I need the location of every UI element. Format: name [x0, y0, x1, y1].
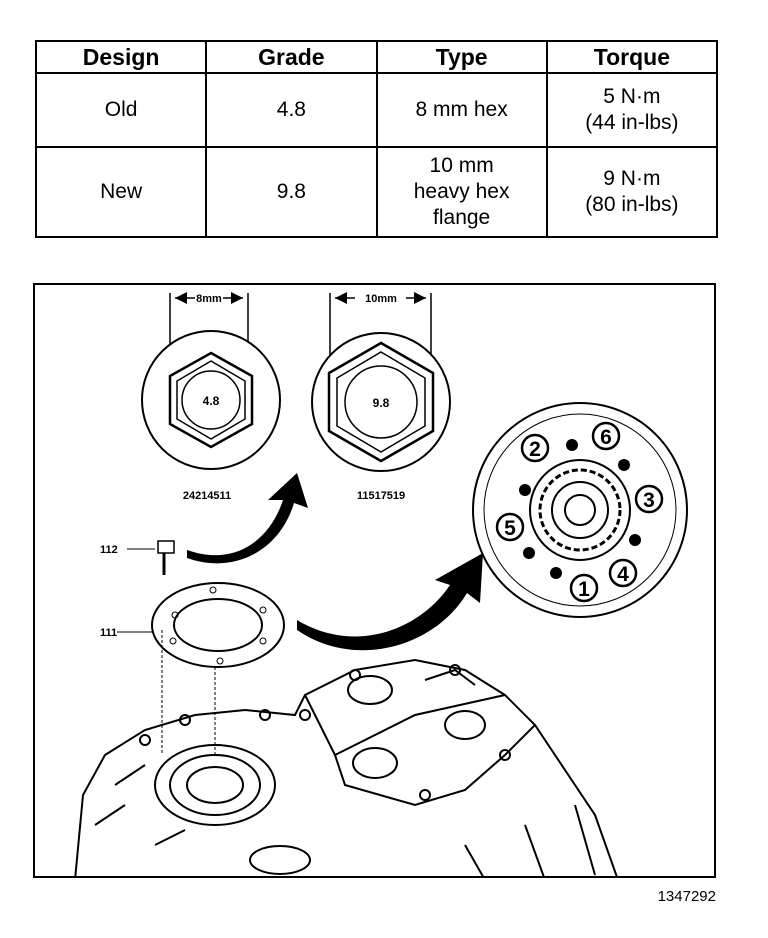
- table-row: New 9.8 10 mm heavy hex flange 9 N·m (80…: [34, 146, 719, 238]
- old-bolt-width-label: 8mm: [196, 293, 222, 305]
- old-bolt-grade-mark: 4.8: [203, 394, 220, 408]
- bolt-112: 112: [100, 540, 175, 575]
- arrow-to-torque-sequence: [297, 553, 483, 651]
- illustration-drawing: 8mm 4.8 24214511 10mm 9.8 11517519: [74, 292, 688, 876]
- column-header-type: Type: [375, 40, 548, 74]
- cell-type-line: 8 mm hex: [415, 98, 508, 121]
- sequence-number-5: 5: [495, 512, 525, 542]
- old-bolt-part-number: 24214511: [183, 490, 231, 502]
- cell-torque: 9 N·m (80 in-lbs): [545, 146, 719, 238]
- sequence-number-3: 3: [634, 484, 664, 514]
- cell-torque-metric: 9 N·m: [603, 167, 661, 190]
- column-header-grade: Grade: [205, 40, 378, 74]
- new-bolt-part-number: 11517519: [357, 490, 405, 502]
- new-bolt-width-label: 10mm: [365, 293, 397, 305]
- sequence-number-6: 6: [591, 421, 621, 451]
- column-header-torque: Torque: [545, 40, 719, 74]
- callout-112: 112: [100, 544, 118, 556]
- transaxle-case: [74, 658, 618, 876]
- table-header-row: Design Grade Type Torque: [34, 40, 719, 74]
- svg-text:4: 4: [617, 563, 629, 586]
- figure-id: 1347292: [657, 888, 716, 905]
- cell-type: 10 mm heavy hex flange: [375, 146, 548, 238]
- cell-grade: 9.8: [205, 146, 378, 238]
- arrow-to-bolt-detail: [187, 473, 308, 564]
- cell-torque: 5 N·m (44 in-lbs): [545, 72, 719, 148]
- sequence-number-4: 4: [608, 558, 638, 588]
- svg-text:2: 2: [529, 438, 541, 461]
- bolt-replacement-illustration: 8mm 4.8 24214511 10mm 9.8 11517519: [33, 283, 716, 878]
- cell-type-line: 10 mm: [429, 154, 494, 177]
- svg-text:6: 6: [600, 426, 612, 449]
- svg-text:1: 1: [578, 578, 590, 601]
- cell-type-line: flange: [433, 206, 491, 229]
- svg-text:3: 3: [643, 489, 655, 512]
- column-header-design: Design: [34, 40, 208, 74]
- cell-torque-imperial: (80 in-lbs): [585, 193, 679, 216]
- cell-torque-metric: 5 N·m: [603, 85, 661, 108]
- sequence-number-1: 1: [569, 573, 599, 603]
- table-row: Old 4.8 8 mm hex 5 N·m (44 in-lbs): [34, 72, 719, 148]
- cell-torque-imperial: (44 in-lbs): [585, 111, 679, 134]
- cell-design: New: [34, 146, 208, 238]
- torque-sequence-detail: 1 2 3 4 5 6: [472, 402, 688, 618]
- new-bolt-head-detail: 10mm 9.8 11517519: [311, 292, 451, 502]
- cell-type-line: heavy hex: [413, 180, 510, 203]
- sequence-number-2: 2: [520, 433, 550, 463]
- specification-table: Design Grade Type Torque Old 4.8 8 mm he…: [34, 40, 719, 238]
- old-bolt-head-detail: 8mm 4.8 24214511: [141, 292, 281, 502]
- svg-text:5: 5: [504, 517, 516, 540]
- cover-plate-111: 111: [100, 582, 285, 755]
- cell-type: 8 mm hex: [375, 72, 548, 148]
- cell-design: Old: [34, 72, 208, 148]
- new-bolt-grade-mark: 9.8: [373, 396, 390, 410]
- callout-111: 111: [100, 627, 117, 639]
- cell-grade: 4.8: [205, 72, 378, 148]
